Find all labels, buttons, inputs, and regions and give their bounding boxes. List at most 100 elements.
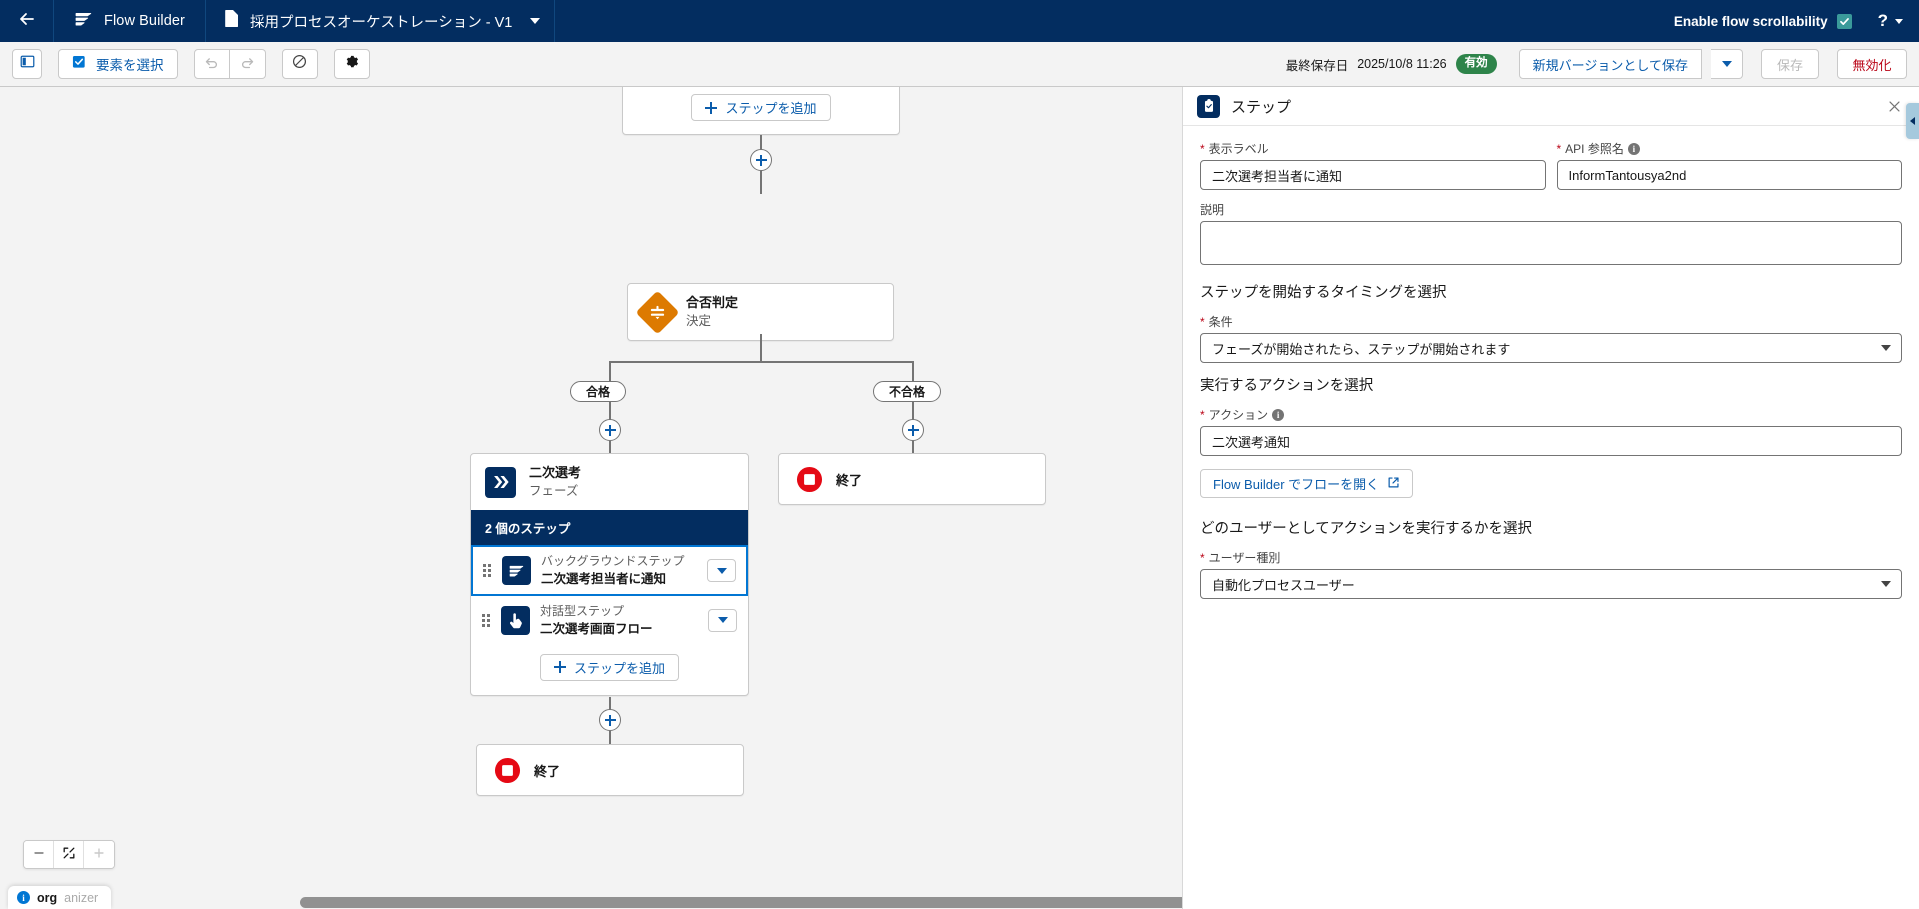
add-element-button-fail[interactable]	[902, 419, 924, 441]
phase-node-text: 二次選考 フェーズ	[529, 465, 581, 499]
step-menu-button[interactable]	[708, 608, 737, 632]
api-name-input[interactable]	[1556, 160, 1902, 190]
end-node-row: 終了	[779, 454, 1045, 504]
no-entry-button[interactable]	[281, 49, 318, 79]
background-step-icon	[502, 556, 531, 586]
label-text: API 参照名	[1565, 142, 1624, 156]
action-input[interactable]	[1200, 426, 1902, 456]
canvas-hscrollbar-track[interactable]	[0, 896, 1182, 909]
back-button[interactable]	[0, 0, 54, 42]
step-menu-button[interactable]	[707, 559, 736, 583]
step-list-item-interactive[interactable]: 対話型ステップ 二次選考画面フロー	[471, 595, 748, 645]
scrollability-checkbox[interactable]	[1836, 13, 1852, 29]
decision-node-text: 合否判定 決定	[686, 295, 738, 329]
plus-icon	[553, 661, 566, 674]
user-section-title: どのユーザーとしてアクションを実行するかを選択	[1200, 521, 1533, 537]
panel-title: ステップ	[1231, 98, 1292, 116]
flow-builder-icon	[74, 9, 93, 33]
label-text: 説明	[1200, 203, 1225, 217]
select-elements-label: 要素を選択	[96, 58, 164, 73]
required-marker: *	[1200, 550, 1205, 565]
add-step-button-phase[interactable]: ステップを追加	[539, 653, 679, 681]
global-header: Flow Builder 採用プロセスオーケストレーション - V1 Enabl…	[0, 0, 1919, 42]
end-node-fail-branch[interactable]: 終了	[778, 453, 1046, 505]
zoom-fit-button[interactable]	[54, 841, 84, 868]
add-element-button-pass[interactable]	[599, 419, 621, 441]
canvas-hscrollbar-thumb[interactable]	[300, 897, 1182, 908]
deactivate-button[interactable]: 無効化	[1837, 49, 1907, 79]
save-as-new-version-button[interactable]: 新規バージョンとして保存	[1518, 49, 1702, 79]
phase-node-subtitle: フェーズ	[529, 483, 579, 498]
end-node-bottom[interactable]: 終了	[476, 744, 744, 796]
description-field-label: 説明	[1200, 201, 1902, 218]
plus-icon	[705, 101, 718, 114]
add-element-button-bottom[interactable]	[599, 709, 621, 731]
flow-title-dropdown[interactable]: 採用プロセスオーケストレーション - V1	[206, 0, 556, 42]
step-type-label: 対話型ステップ	[540, 603, 625, 618]
open-flow-label: Flow Builder でフローを開く	[1213, 477, 1380, 492]
enable-flow-scrollability-toggle[interactable]: Enable flow scrollability	[1674, 13, 1852, 29]
display-label-input[interactable]	[1200, 160, 1546, 190]
chevron-down-icon	[717, 617, 728, 624]
add-step-button-top[interactable]: ステップを追加	[691, 94, 831, 121]
undo-button[interactable]	[193, 49, 230, 79]
phase-node[interactable]: 二次選考 フェーズ 2 個のステップ	[470, 453, 749, 696]
help-menu[interactable]: ?	[1878, 11, 1903, 31]
user-type-field-group: * ユーザー種別	[1200, 549, 1902, 599]
step-type-label: バックグラウンドステップ	[541, 554, 685, 569]
step-text-group: バックグラウンドステップ 二次選考担当者に通知	[541, 554, 697, 587]
info-icon[interactable]: i	[1272, 408, 1285, 421]
branch-label-pass[interactable]: 合格	[570, 381, 627, 402]
flow-title: 採用プロセスオーケストレーション - V1	[249, 14, 513, 31]
redo-button[interactable]	[229, 49, 266, 79]
close-icon[interactable]	[1883, 95, 1905, 117]
info-icon[interactable]: i	[1627, 142, 1640, 155]
undo-icon	[204, 54, 219, 74]
connector-decision-out	[760, 334, 762, 362]
step-clipboard-icon	[1197, 94, 1220, 118]
arrow-left-icon	[17, 9, 37, 34]
flow-canvas[interactable]: ステップを追加	[0, 87, 1183, 909]
open-flow-in-flow-builder-button[interactable]: Flow Builder でフローを開く	[1200, 469, 1414, 498]
zoom-in-button[interactable]	[84, 841, 114, 868]
save-options-dropdown[interactable]	[1711, 49, 1743, 79]
chevron-left-icon	[1910, 117, 1915, 125]
step-text-group: 対話型ステップ 二次選考画面フロー	[540, 604, 698, 637]
branch-label-fail[interactable]: 不合格	[873, 381, 942, 402]
required-marker: *	[1200, 407, 1205, 422]
decision-node-title: 合否判定	[686, 295, 739, 310]
add-step-label: ステップを追加	[573, 660, 665, 676]
drag-handle-icon[interactable]	[481, 612, 491, 628]
zoom-controls	[23, 840, 115, 869]
connector-top-2	[760, 171, 762, 194]
phase-node-title: 二次選考	[529, 465, 582, 480]
last-saved-info: 最終保存日 2025/10/8 11:26 有効	[1286, 54, 1497, 74]
save-button[interactable]: 保存	[1761, 49, 1819, 79]
add-element-button-1[interactable]	[750, 149, 772, 171]
step-list-item-background[interactable]: バックグラウンドステップ 二次選考担当者に通知	[471, 545, 748, 596]
select-elements-button[interactable]: 要素を選択	[58, 49, 178, 79]
app-launcher-flow-builder[interactable]: Flow Builder	[54, 0, 206, 42]
connector-phase-out-2	[609, 731, 611, 745]
top-phase-card[interactable]: ステップを追加	[622, 87, 900, 135]
description-textarea[interactable]	[1200, 221, 1902, 265]
connector-split-h	[609, 361, 914, 363]
chevron-down-icon	[530, 18, 541, 24]
user-type-select[interactable]	[1200, 569, 1902, 599]
drag-handle-icon[interactable]	[482, 563, 492, 579]
required-marker: *	[1556, 141, 1562, 156]
required-marker: *	[1200, 314, 1205, 329]
zoom-out-button[interactable]	[24, 841, 54, 868]
undo-redo-group	[193, 49, 266, 79]
panel-collapse-handle[interactable]	[1906, 103, 1919, 139]
condition-select[interactable]	[1200, 333, 1902, 363]
settings-button[interactable]	[333, 49, 370, 79]
add-step-row: ステップを追加	[471, 645, 748, 695]
phase-node-header[interactable]: 二次選考 フェーズ	[471, 454, 748, 510]
info-icon: i	[17, 891, 30, 904]
decision-node[interactable]: 合否判定 決定	[627, 283, 894, 342]
phase-chevrons-icon	[485, 466, 516, 498]
toggle-left-panel-button[interactable]	[12, 49, 42, 79]
action-section-title: 実行するアクションを選択	[1200, 378, 1374, 394]
